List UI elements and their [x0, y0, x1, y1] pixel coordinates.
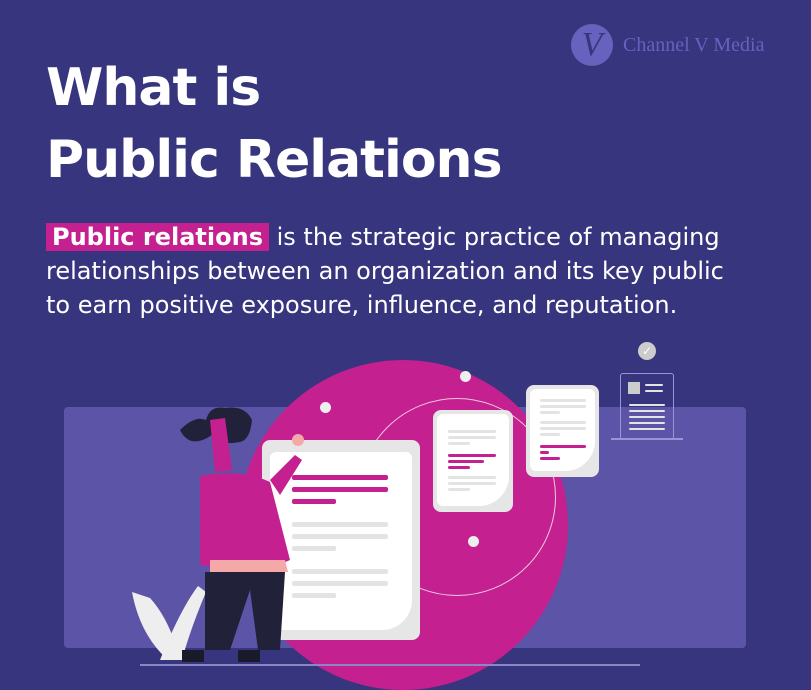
woman-illustration: [132, 407, 304, 662]
document-card: [433, 410, 513, 512]
document-outline-icon: [620, 373, 674, 440]
logo-icon: V: [571, 24, 613, 66]
highlight-term: Public relations: [46, 223, 269, 251]
brand-name: Channel V Media: [623, 33, 765, 56]
dot: [468, 536, 479, 547]
check-icon: ✓: [638, 342, 656, 360]
document-card: [526, 385, 599, 477]
brand-logo: V Channel V Media: [571, 24, 764, 66]
shelf-line: [611, 438, 683, 440]
main-document: [262, 440, 420, 640]
page-title: What is Public Relations: [46, 58, 503, 190]
dot: [320, 402, 331, 413]
floor-line: [140, 664, 640, 666]
dot: [460, 371, 471, 382]
definition-text: Public relations is the strategic practi…: [46, 223, 724, 319]
